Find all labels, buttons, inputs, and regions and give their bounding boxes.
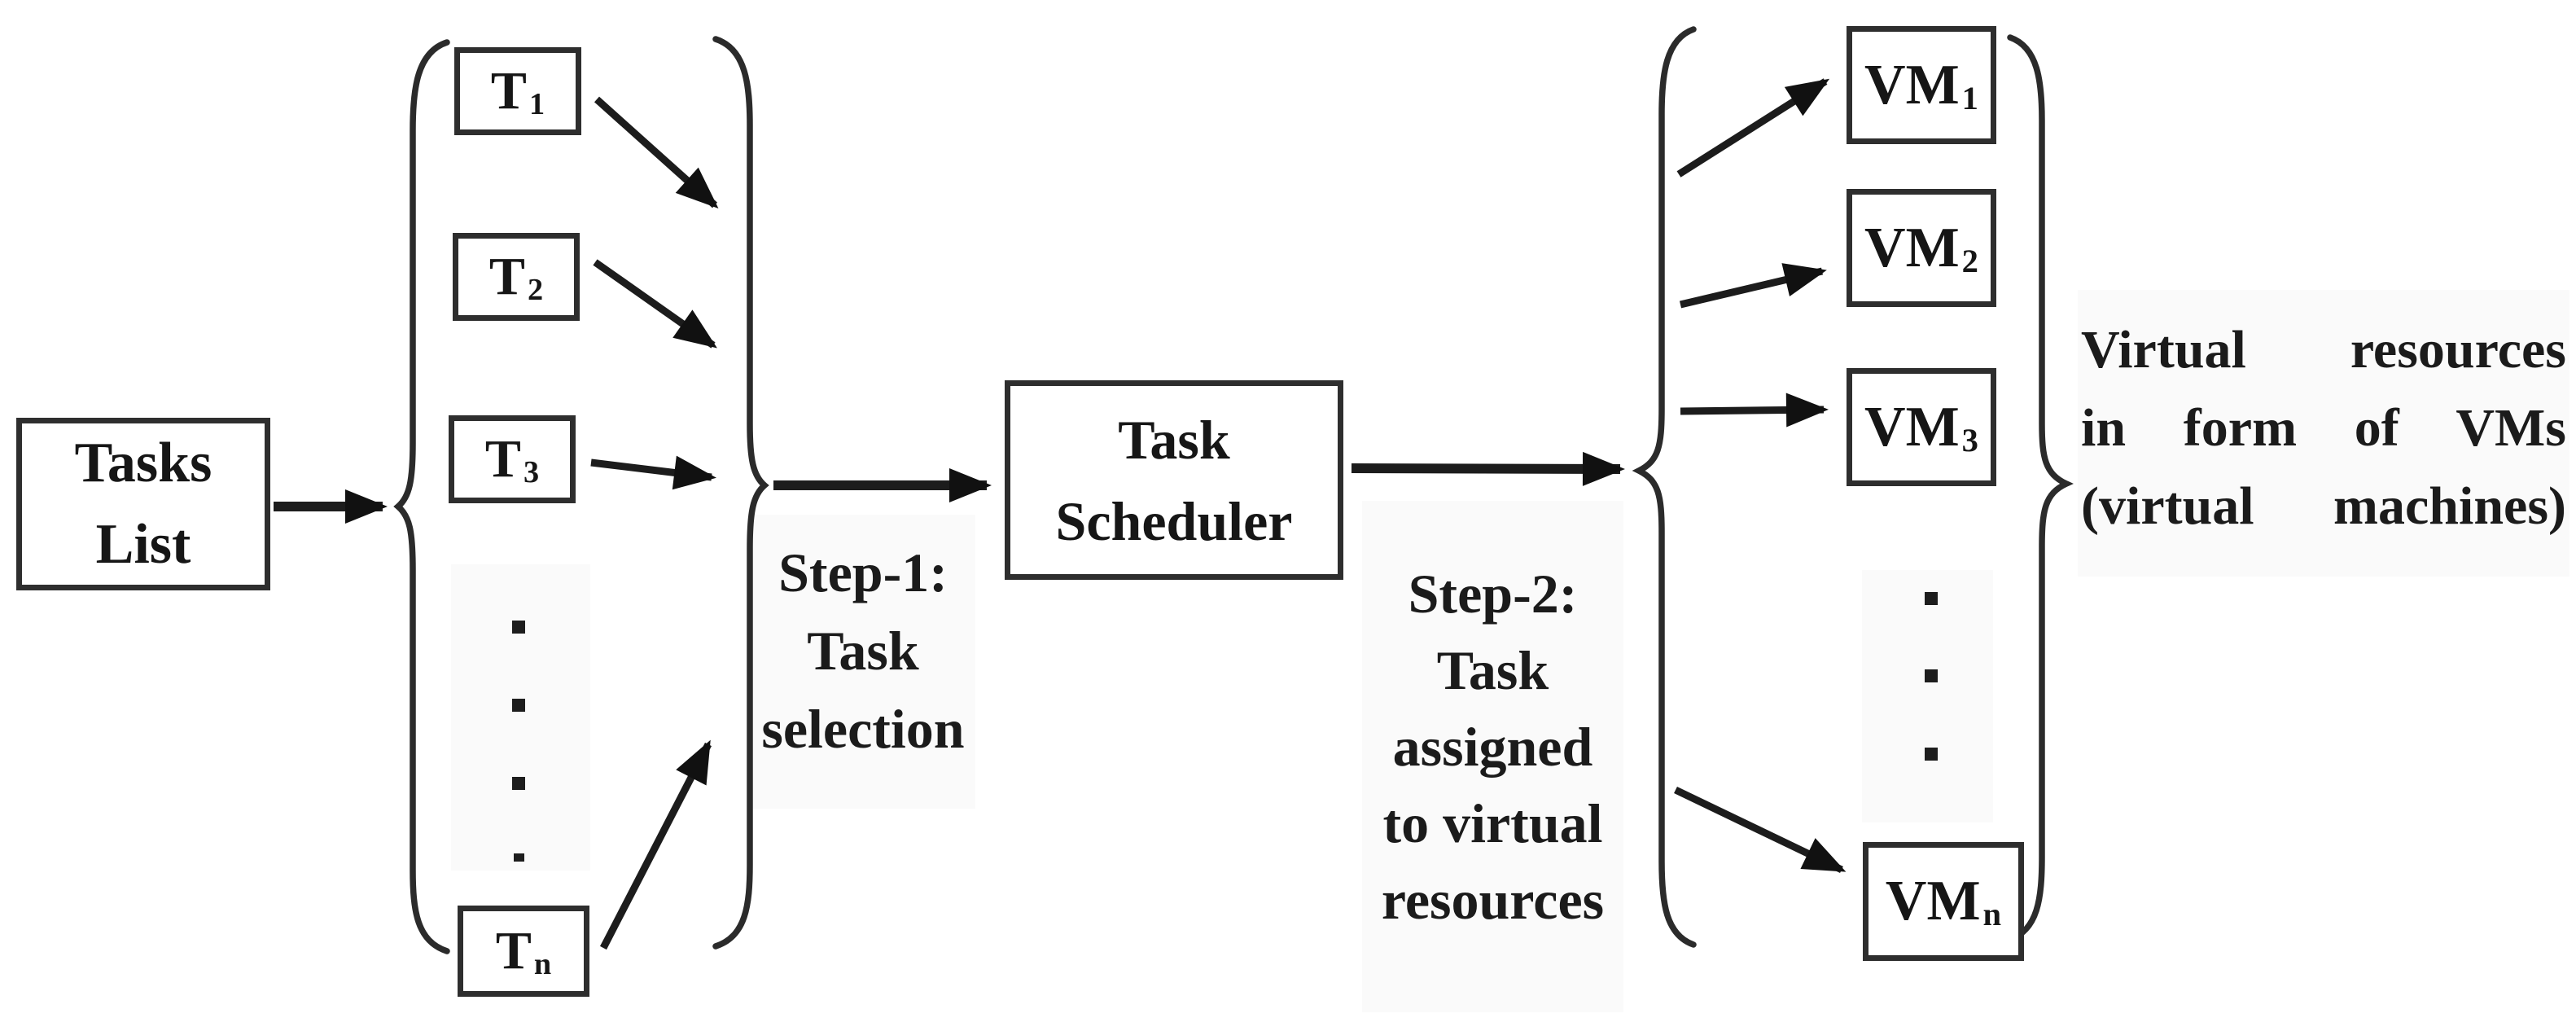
step1-line1: Step-1:	[778, 542, 948, 603]
vm-close-brace-icon	[2006, 34, 2074, 943]
step1-panel	[747, 515, 975, 809]
step1-line3: selection	[761, 698, 965, 760]
task-box-t2: T2	[453, 233, 580, 321]
vm-box-vm2-label: VM2	[1864, 216, 1978, 279]
arrow-t3	[590, 455, 716, 490]
vm-box-vm2: VM2	[1847, 189, 1996, 307]
vm-ellipsis-dot	[1925, 669, 1938, 682]
arrow-t2	[593, 259, 717, 349]
task-ellipsis-dot	[512, 699, 525, 712]
arrow-t1	[594, 96, 719, 209]
vm-box-vmn-label: VMn	[1885, 870, 2002, 933]
vm-box-vm1-label: VM1	[1864, 53, 1978, 116]
task-ellipsis-dot	[512, 621, 525, 634]
step2-label: Step-2: Task assigned to virtual resourc…	[1362, 555, 1623, 938]
tasks-close-brace-icon	[712, 36, 769, 950]
task-box-t3-label: T3	[484, 429, 540, 489]
task-box-t3: T3	[449, 415, 576, 503]
arrow-tn	[600, 739, 712, 950]
step2-line1: Step-2:	[1408, 563, 1578, 625]
arrow-vm2	[1679, 263, 1827, 309]
step2-line5: resources	[1381, 869, 1605, 931]
step2-panel	[1362, 501, 1623, 1012]
tasks-list-line2: List	[95, 513, 191, 576]
vm-box-vm1: VM1	[1847, 26, 1996, 144]
task-box-t1-label: T1	[490, 61, 545, 121]
task-dots-panel	[451, 564, 590, 871]
step1-label: Step-1: Task selection	[745, 533, 981, 768]
scheduler-line2: Scheduler	[1055, 489, 1293, 552]
tasks-list-box: Tasks List	[16, 418, 270, 590]
scheduler-line1: Task	[1118, 408, 1230, 471]
task-scheduler-box: Task Scheduler	[1005, 380, 1343, 580]
note-line2: in form of VMs	[2081, 398, 2566, 458]
vm-dots-panel	[1862, 570, 1993, 822]
arrow-scheduler-to-vmgroup	[1351, 451, 1625, 486]
task-ellipsis-dot	[512, 777, 525, 790]
vm-box-vm3: VM3	[1847, 368, 1996, 486]
note-line3: (virtual machines)	[2081, 476, 2566, 536]
task-box-t2-label: T2	[488, 247, 544, 307]
note-line1: Virtual resources	[2081, 320, 2566, 379]
vm-box-vmn: VMn	[1863, 842, 2024, 961]
tasks-open-brace-icon	[393, 39, 450, 954]
task-ellipsis-dot	[514, 853, 524, 862]
arrow-vm3	[1680, 393, 1829, 428]
task-box-tn: Tn	[458, 906, 589, 997]
step1-line2: Task	[807, 620, 919, 682]
vm-ellipsis-dot	[1925, 748, 1938, 761]
arrow-vm1	[1676, 78, 1830, 178]
vm-box-vm3-label: VM3	[1864, 395, 1978, 458]
right-note-panel	[2078, 290, 2569, 577]
step2-line4: to virtual	[1382, 792, 1603, 854]
vm-open-brace-icon	[1632, 26, 1697, 948]
step2-line2: Task	[1436, 639, 1549, 701]
tasks-list-line1: Tasks	[74, 432, 212, 494]
arrow-vmn	[1674, 786, 1847, 874]
task-box-tn-label: Tn	[495, 921, 552, 981]
task-box-t1: T1	[454, 47, 581, 135]
virtual-resources-note: Virtual resources in form of VMs (virtua…	[2081, 311, 2566, 546]
step2-line3: assigned	[1392, 716, 1593, 778]
vm-ellipsis-dot	[1925, 592, 1938, 605]
